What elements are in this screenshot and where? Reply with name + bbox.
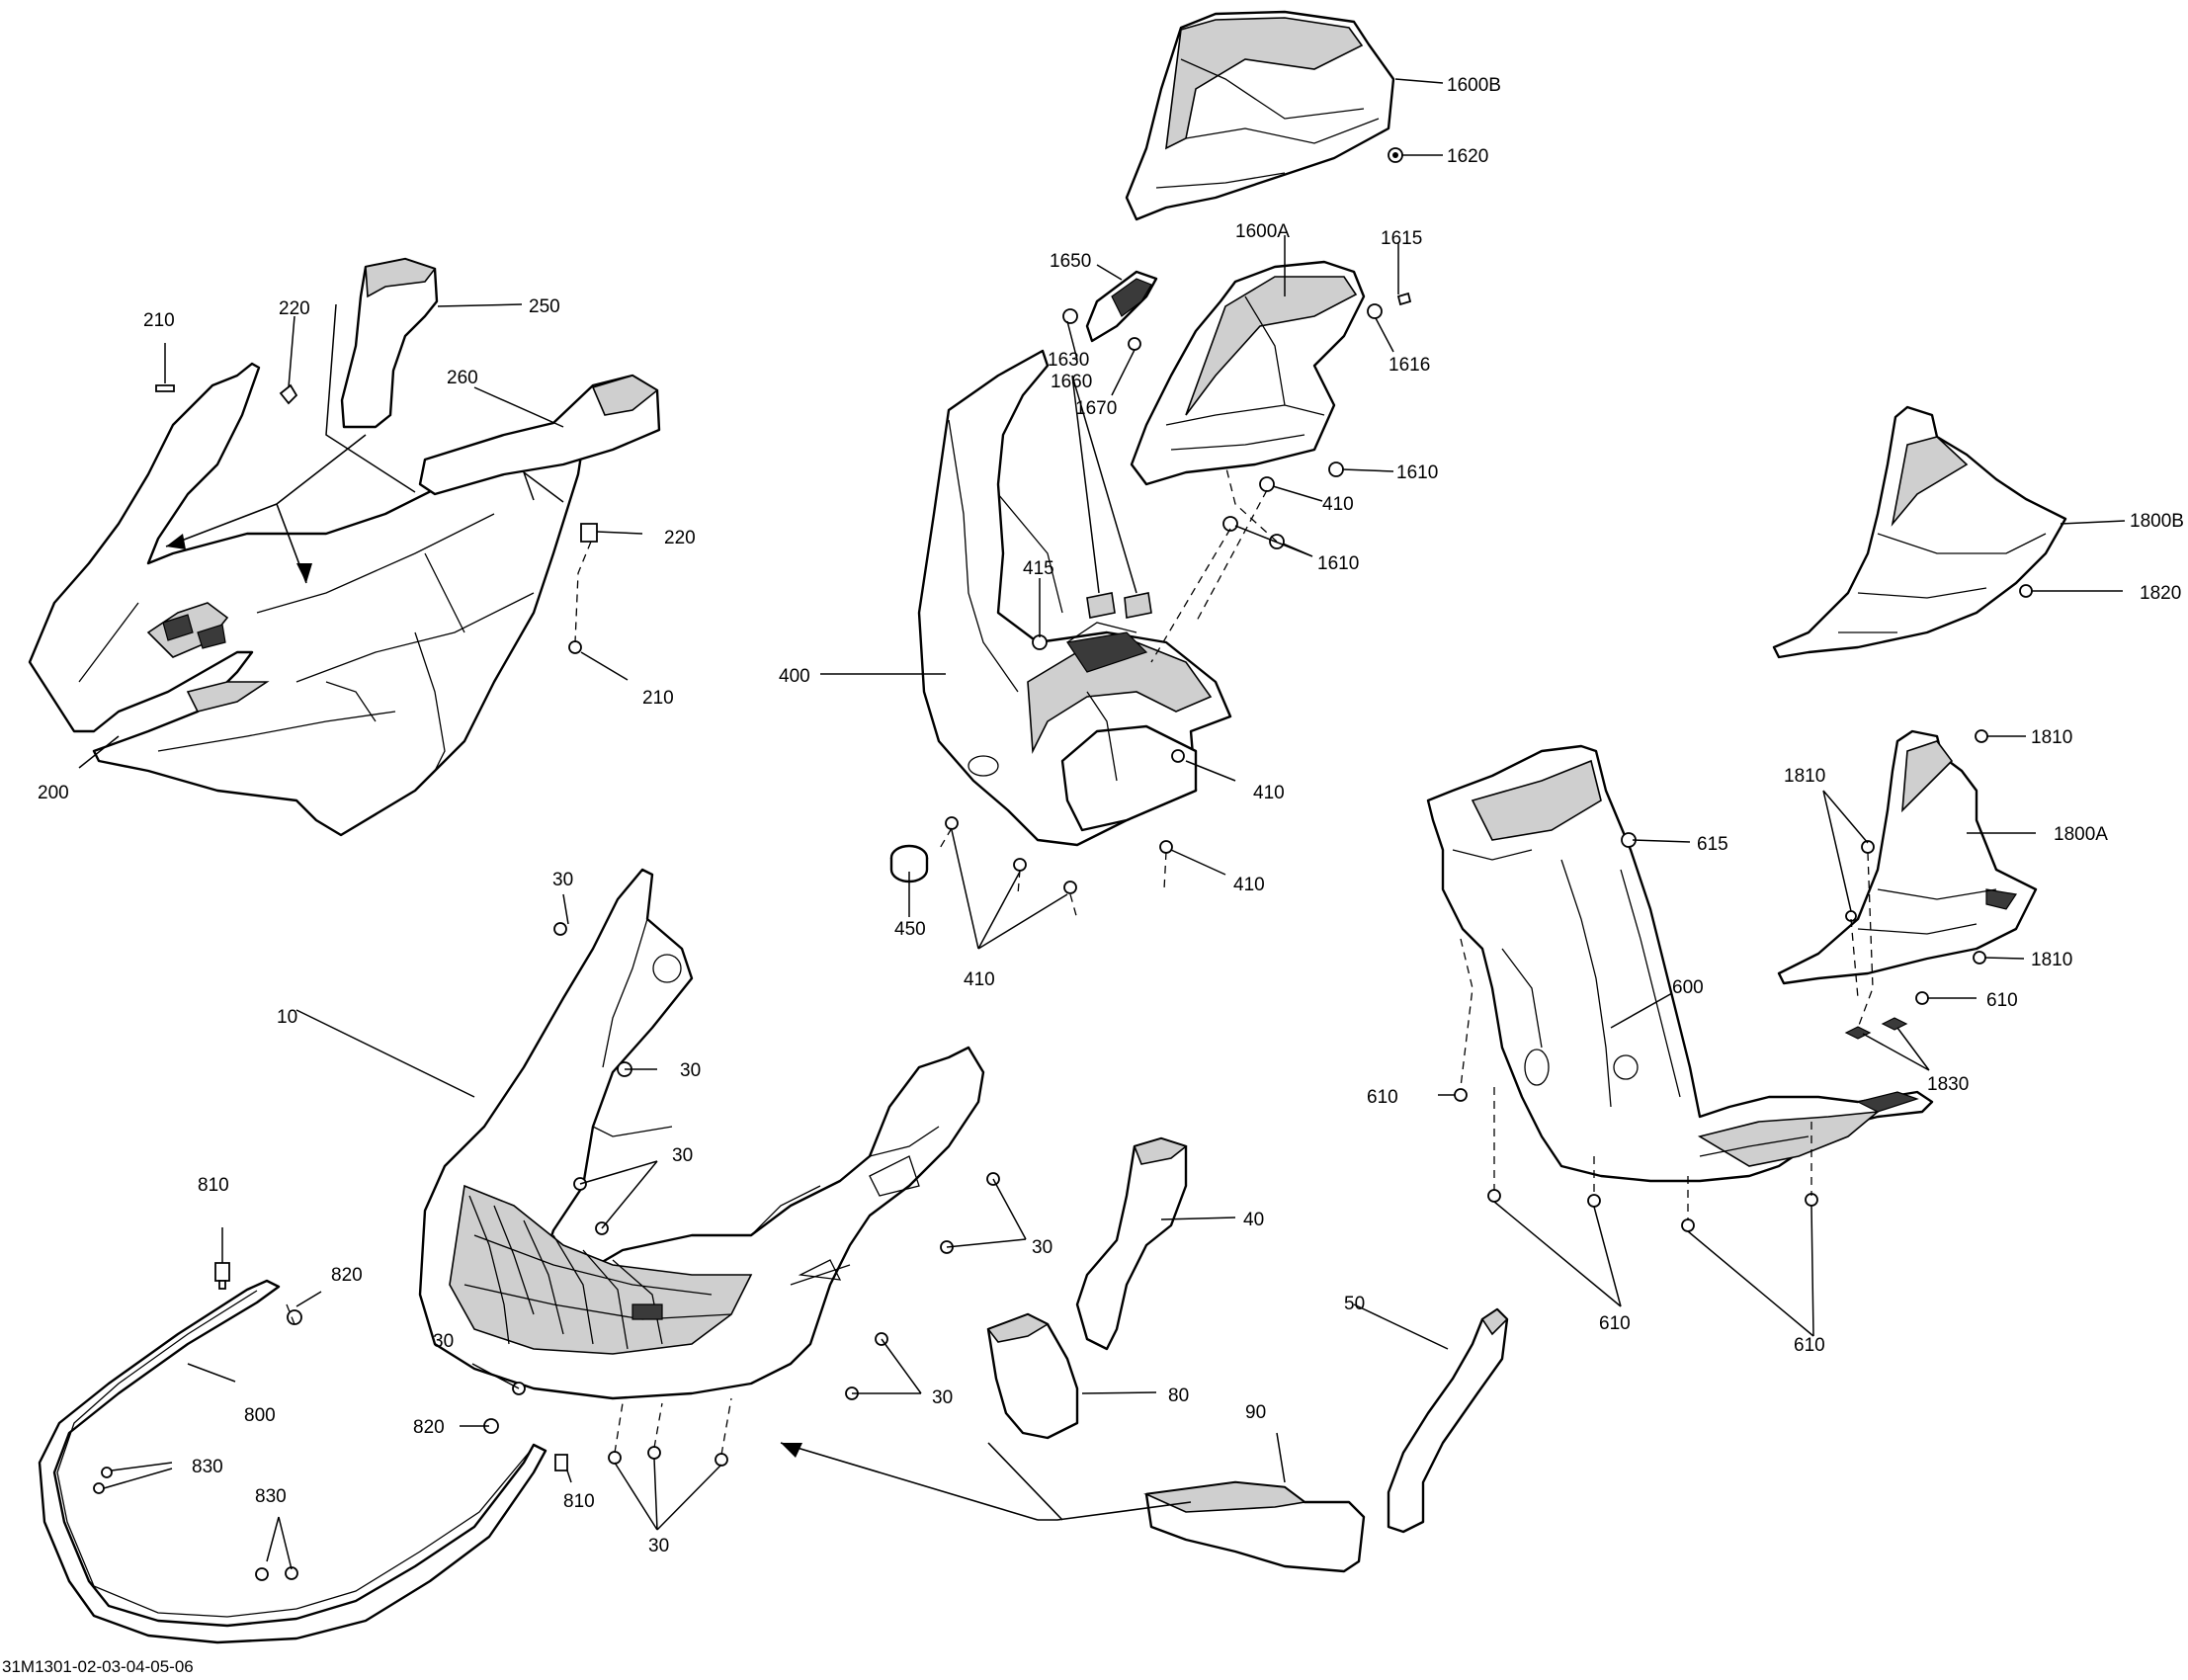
part-1630 bbox=[1086, 592, 1152, 619]
part-250 bbox=[340, 257, 439, 429]
callout-810-top: 810 bbox=[198, 1175, 229, 1196]
callout-30-c: 30 bbox=[672, 1145, 693, 1166]
callout-90: 90 bbox=[1245, 1402, 1266, 1423]
hw-1616 bbox=[1367, 303, 1383, 319]
part-50 bbox=[1387, 1307, 1509, 1534]
callout-1630: 1630 bbox=[1048, 350, 1089, 371]
part-400 bbox=[917, 349, 1232, 847]
hw-1615 bbox=[1396, 292, 1412, 306]
hw-210-right bbox=[568, 640, 582, 654]
callout-1800A: 1800A bbox=[2054, 824, 2108, 845]
callout-600: 600 bbox=[1672, 977, 1704, 998]
callout-250: 250 bbox=[529, 296, 560, 317]
part-1650 bbox=[1085, 270, 1158, 343]
callout-410-a: 410 bbox=[1322, 494, 1354, 515]
callout-1600A: 1600A bbox=[1235, 221, 1290, 242]
hw-220-right bbox=[580, 523, 598, 543]
part-80 bbox=[986, 1312, 1079, 1440]
callout-10: 10 bbox=[277, 1007, 297, 1028]
callout-830-a: 830 bbox=[192, 1457, 223, 1477]
callout-1610-b: 1610 bbox=[1317, 553, 1359, 574]
part-90 bbox=[1143, 1480, 1366, 1573]
callout-800: 800 bbox=[244, 1405, 276, 1426]
hw-1820 bbox=[2019, 584, 2033, 598]
callout-labels: 1600B 1620 1600A 1615 1650 1616 1660 167… bbox=[2, 75, 2184, 1676]
callout-30-g: 30 bbox=[648, 1536, 669, 1556]
callout-30-a: 30 bbox=[552, 870, 573, 890]
assembly-lines bbox=[286, 463, 1874, 1456]
callout-50: 50 bbox=[1344, 1294, 1365, 1314]
part-200 bbox=[28, 362, 585, 837]
callout-1620: 1620 bbox=[1447, 146, 1488, 167]
callout-30-d: 30 bbox=[1032, 1237, 1052, 1258]
part-450 bbox=[889, 844, 929, 883]
callout-450: 450 bbox=[894, 919, 926, 940]
callout-410-d: 410 bbox=[964, 969, 995, 990]
callout-1650: 1650 bbox=[1050, 251, 1091, 272]
part-40 bbox=[1075, 1136, 1188, 1351]
callout-610-b: 610 bbox=[1986, 990, 2018, 1011]
hw-1810 bbox=[1845, 729, 1988, 965]
location-arrows bbox=[165, 434, 1192, 1521]
part-800 bbox=[38, 1279, 547, 1644]
callout-1810-b: 1810 bbox=[1784, 766, 1825, 787]
callout-1610-a: 1610 bbox=[1396, 462, 1438, 483]
callout-615: 615 bbox=[1697, 834, 1728, 855]
callout-1830: 1830 bbox=[1927, 1074, 1969, 1095]
callout-1670: 1670 bbox=[1075, 398, 1117, 419]
callout-1800B: 1800B bbox=[2130, 511, 2184, 532]
part-1600A bbox=[1130, 260, 1366, 486]
callout-810-bottom: 810 bbox=[563, 1491, 595, 1512]
callout-610-a: 610 bbox=[1367, 1087, 1398, 1108]
hw-220-top bbox=[279, 383, 298, 405]
leader-lines bbox=[78, 78, 2126, 1570]
hw-610 bbox=[1454, 991, 1929, 1232]
callout-415: 415 bbox=[1023, 558, 1054, 579]
part-1800B bbox=[1772, 405, 2067, 659]
callout-610-c: 610 bbox=[1599, 1313, 1631, 1334]
callout-1820: 1820 bbox=[2140, 583, 2181, 604]
callout-220-right: 220 bbox=[664, 528, 696, 548]
callout-1810-c: 1810 bbox=[2031, 950, 2072, 970]
callout-410-c: 410 bbox=[1233, 875, 1265, 895]
hw-1830 bbox=[1844, 1017, 1908, 1040]
callout-820-bottom: 820 bbox=[413, 1417, 445, 1438]
hw-810-top bbox=[214, 1262, 230, 1290]
callout-1810-a: 1810 bbox=[2031, 727, 2072, 748]
part-10 bbox=[418, 868, 985, 1400]
callout-820-top: 820 bbox=[331, 1265, 363, 1286]
callout-30-b: 30 bbox=[680, 1060, 701, 1081]
callout-1600B: 1600B bbox=[1447, 75, 1501, 96]
hw-1660 bbox=[1062, 308, 1078, 324]
hw-1620 bbox=[1388, 147, 1403, 163]
callout-220-top: 220 bbox=[279, 298, 310, 319]
hw-830 bbox=[93, 1467, 298, 1581]
part-1600B bbox=[1125, 10, 1395, 221]
callout-830-b: 830 bbox=[255, 1486, 287, 1507]
callout-30-f: 30 bbox=[932, 1387, 953, 1408]
callout-210-top: 210 bbox=[143, 310, 175, 331]
diagram-reference: 31M1301-02-03-04-05-06 bbox=[2, 1657, 194, 1676]
callout-30-e: 30 bbox=[433, 1331, 454, 1352]
callout-400: 400 bbox=[779, 666, 810, 687]
hw-210-top bbox=[155, 384, 175, 392]
callout-210-right: 210 bbox=[642, 688, 674, 709]
part-600 bbox=[1426, 744, 1934, 1183]
callout-200: 200 bbox=[38, 783, 69, 803]
callout-1615: 1615 bbox=[1381, 228, 1422, 249]
callout-1660: 1660 bbox=[1051, 372, 1092, 392]
callout-410-b: 410 bbox=[1253, 783, 1285, 803]
callout-40: 40 bbox=[1243, 1210, 1264, 1230]
hw-810-bottom bbox=[554, 1454, 568, 1471]
callout-1616: 1616 bbox=[1389, 355, 1430, 376]
callout-80: 80 bbox=[1168, 1386, 1189, 1406]
callout-610-d: 610 bbox=[1794, 1335, 1825, 1356]
callout-260: 260 bbox=[447, 368, 478, 388]
hw-1670 bbox=[1128, 337, 1141, 351]
part-1800A bbox=[1777, 729, 2038, 985]
hw-820-top bbox=[287, 1309, 302, 1325]
hw-415 bbox=[1032, 634, 1048, 650]
